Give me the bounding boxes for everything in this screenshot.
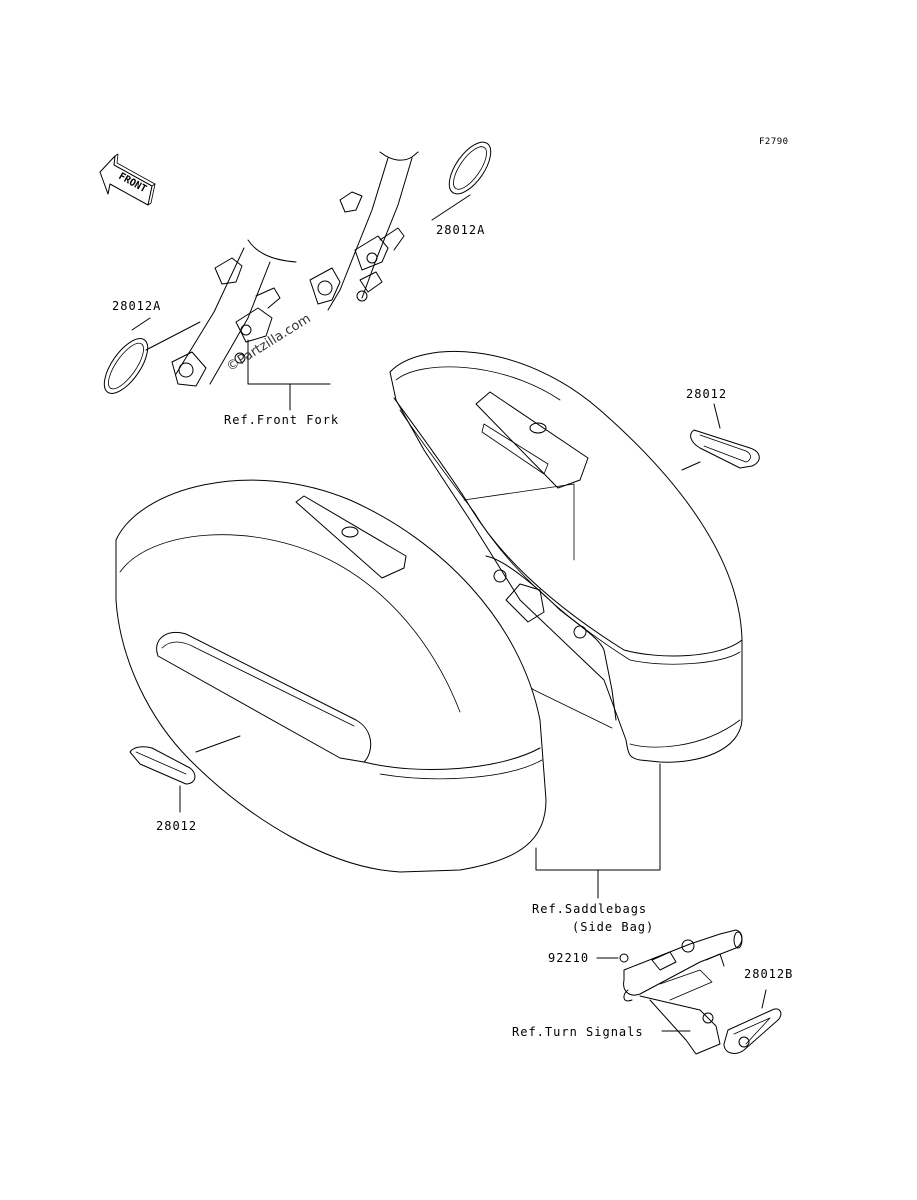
saddlebag-right	[389, 351, 743, 763]
label-side-bag: (Side Bag)	[572, 920, 655, 934]
front-fork-right	[309, 151, 419, 311]
label-ref-saddlebags: Ref.Saddlebags	[532, 902, 648, 916]
emblem-28012a-upper	[431, 141, 492, 221]
figure-id: F2790	[759, 137, 789, 147]
emblem-28012-left	[129, 746, 196, 813]
saddlebag-left	[115, 479, 547, 873]
label-92210: 92210	[548, 951, 590, 965]
label-28012a-left: 28012A	[112, 299, 162, 313]
label-ref-turn-signals: Ref.Turn Signals	[512, 1025, 644, 1039]
washer-92210	[596, 953, 629, 963]
label-ref-front-fork: Ref.Front Fork	[224, 413, 340, 427]
emblem-28012-right	[690, 403, 760, 469]
emblem-28012b	[723, 989, 782, 1054]
emblem-28012a-left	[103, 317, 201, 394]
label-28012a-upper: 28012A	[436, 223, 486, 237]
label-28012-right: 28012	[686, 387, 728, 401]
turn-signal-bracket	[623, 929, 743, 1055]
front-fork-leader	[247, 339, 331, 411]
label-28012-left: 28012	[156, 819, 198, 833]
label-28012b: 28012B	[744, 967, 794, 981]
saddlebags-leader	[535, 763, 661, 899]
front-fork-left	[171, 239, 297, 387]
front-arrow-icon: FRONT	[99, 153, 156, 206]
